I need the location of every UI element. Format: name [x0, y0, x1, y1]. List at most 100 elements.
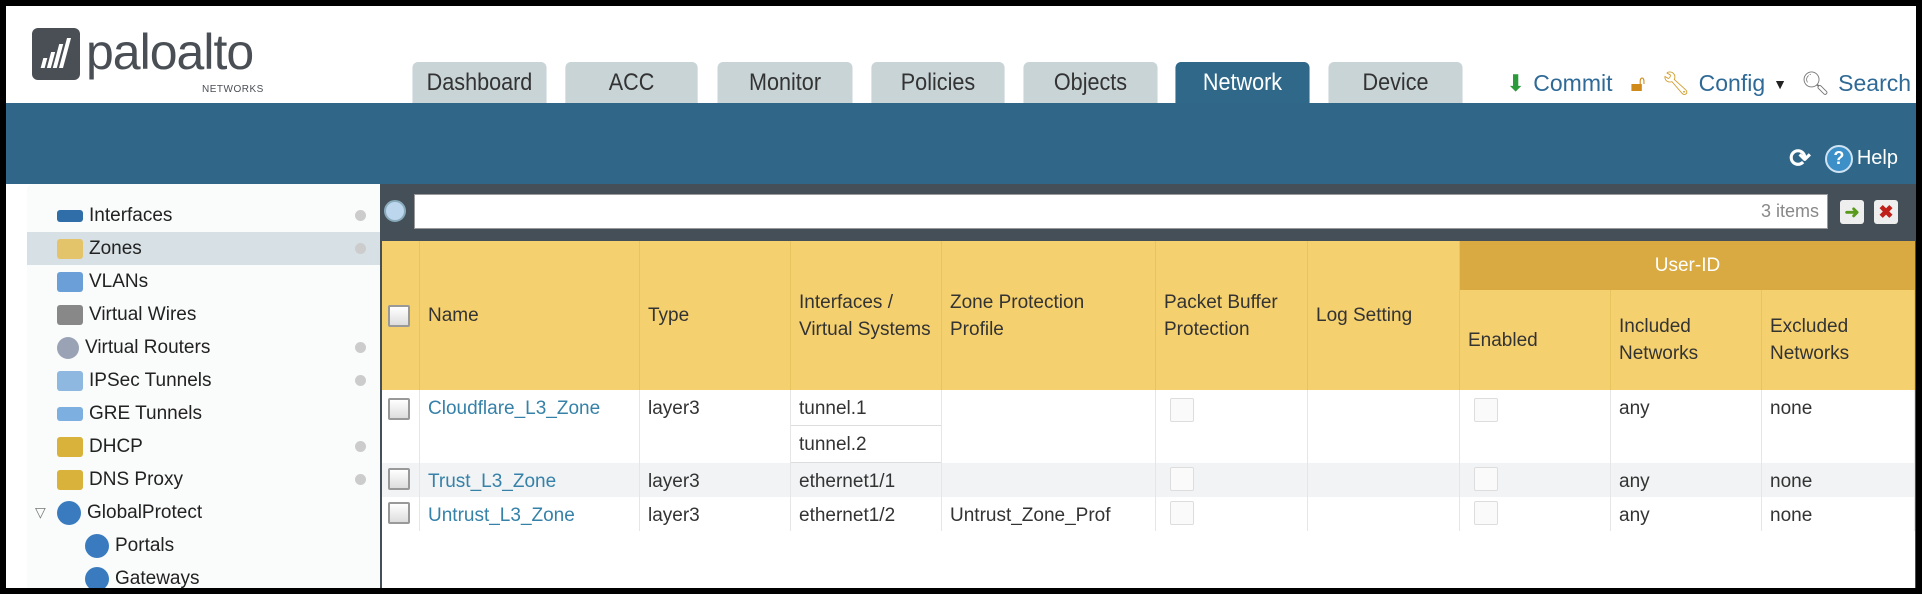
paloalto-logo: paloalto NETWORKS: [32, 24, 263, 95]
header-included-networks[interactable]: Included Networks: [1611, 290, 1762, 390]
select-all-checkbox[interactable]: [388, 304, 410, 327]
sidebar-item-label: Portals: [115, 534, 175, 556]
sidebar-item-dhcp[interactable]: DHCP: [27, 430, 380, 463]
table-row[interactable]: Cloudflare_L3_Zone layer3 tunnel.1 tunne…: [382, 390, 1915, 463]
virtual-routers-icon: [57, 336, 79, 359]
sidebar-item-label: VLANs: [89, 270, 149, 292]
row-checkbox[interactable]: [388, 502, 410, 524]
logo-text: paloalto: [86, 24, 254, 80]
ipsec-tunnels-icon: [57, 370, 83, 391]
log-setting: [1308, 497, 1460, 531]
config-icon: 🔧︎: [1661, 70, 1691, 96]
zone-name-link[interactable]: Cloudflare_L3_Zone: [428, 398, 601, 419]
commit-icon: ⬇: [1506, 70, 1526, 96]
sidebar-item-label: GlobalProtect: [87, 501, 203, 523]
zones-table: Name Type Interfaces / Virtual Systems Z…: [382, 241, 1915, 588]
search-button[interactable]: Search: [1838, 70, 1912, 96]
sidebar-item-label: Virtual Routers: [85, 336, 211, 358]
tab-network[interactable]: Network: [1175, 62, 1310, 103]
packet-buffer-checkbox: [1170, 467, 1194, 491]
sidebar-item-dns-proxy[interactable]: DNS Proxy: [27, 463, 380, 496]
table-row[interactable]: Untrust_L3_Zone layer3 ethernet1/2 Untru…: [382, 497, 1915, 531]
table-row[interactable]: Trust_L3_Zone layer3 ethernet1/1 any non…: [382, 463, 1915, 497]
row-checkbox[interactable]: [388, 468, 410, 490]
config-menu[interactable]: Config: [1698, 70, 1766, 96]
zone-type: layer3: [640, 390, 791, 463]
gateways-icon: [85, 566, 109, 588]
search-icon: [384, 200, 406, 222]
vlans-icon: [57, 271, 83, 292]
sidebar-item-label: DNS Proxy: [89, 468, 183, 490]
zone-protection-profile: [942, 390, 1156, 463]
zone-type: layer3: [640, 497, 791, 531]
sidebar-item-virtual-routers[interactable]: Virtual Routers: [27, 331, 380, 364]
virtual-wires-icon: [57, 304, 83, 325]
globalprotect-icon: [57, 500, 81, 525]
excluded-networks: none: [1762, 390, 1915, 463]
select-all-header: [382, 241, 420, 390]
user-id-enabled-checkbox: [1474, 501, 1498, 525]
status-dot: [355, 441, 366, 452]
header-enabled[interactable]: Enabled: [1460, 290, 1611, 390]
sidebar-item-label: Virtual Wires: [89, 303, 197, 325]
sidebar-item-label: IPSec Tunnels: [89, 369, 212, 391]
sidebar-item-gateways[interactable]: Gateways: [27, 562, 380, 588]
lock-icon[interactable]: 🔓︎: [1630, 70, 1646, 96]
status-dot: [355, 342, 366, 353]
included-networks: any: [1611, 390, 1762, 463]
help-label: Help: [1856, 147, 1898, 169]
refresh-icon[interactable]: ⟳: [1789, 143, 1811, 173]
tab-monitor[interactable]: Monitor: [717, 62, 853, 103]
header-log-setting[interactable]: Log Setting: [1308, 241, 1460, 390]
log-setting: [1308, 390, 1460, 463]
sidebar-item-zones[interactable]: Zones: [27, 232, 380, 265]
tab-policies[interactable]: Policies: [871, 62, 1005, 103]
sidebar-item-label: Zones: [89, 237, 142, 259]
header-excluded-networks[interactable]: Excluded Networks: [1762, 290, 1915, 390]
header-zone-protection-profile[interactable]: Zone Protection Profile: [942, 241, 1156, 390]
status-dot: [355, 210, 366, 221]
included-networks: any: [1611, 463, 1762, 497]
tab-dashboard[interactable]: Dashboard: [412, 62, 547, 103]
sidebar-item-label: Gateways: [115, 567, 200, 589]
tab-objects[interactable]: Objects: [1023, 62, 1158, 103]
header-type[interactable]: Type: [640, 241, 791, 390]
status-dot: [355, 243, 366, 254]
excluded-networks: none: [1762, 497, 1915, 531]
commit-button[interactable]: Commit: [1533, 70, 1613, 96]
sidebar-item-vlans[interactable]: VLANs: [27, 265, 380, 298]
chevron-down-icon[interactable]: ▼: [1773, 75, 1787, 92]
tab-device[interactable]: Device: [1328, 62, 1463, 103]
header-interfaces[interactable]: Interfaces / Virtual Systems: [791, 241, 942, 390]
excluded-networks: none: [1762, 463, 1915, 497]
packet-buffer-checkbox: [1170, 398, 1194, 422]
header-packet-buffer-protection[interactable]: Packet Buffer Protection: [1156, 241, 1308, 390]
sidebar-item-gre-tunnels[interactable]: GRE Tunnels: [27, 397, 380, 430]
tab-acc[interactable]: ACC: [565, 62, 698, 103]
user-id-enabled-checkbox: [1474, 398, 1498, 422]
log-setting: [1308, 463, 1460, 497]
clear-filter-x-icon[interactable]: ✖: [1874, 200, 1898, 224]
row-checkbox[interactable]: [388, 398, 410, 420]
sidebar-item-globalprotect[interactable]: ▽ GlobalProtect: [27, 496, 380, 529]
sidebar-item-virtual-wires[interactable]: Virtual Wires: [27, 298, 380, 331]
item-count: 3 items: [1760, 201, 1819, 221]
zone-name-link[interactable]: Untrust_L3_Zone: [428, 505, 575, 526]
apply-filter-arrow-icon[interactable]: ➜: [1840, 200, 1864, 224]
top-header: paloalto NETWORKS Dashboard ACC Monitor …: [6, 6, 1916, 103]
sidebar-item-portals[interactable]: Portals: [27, 529, 380, 562]
expand-triangle-icon[interactable]: ▽: [35, 504, 46, 520]
sidebar-item-label: DHCP: [89, 435, 143, 457]
status-dot: [355, 375, 366, 386]
zone-protection-profile: [942, 463, 1156, 497]
filter-bar: 3 items ➜ ✖: [380, 194, 1916, 229]
header-name[interactable]: Name: [420, 241, 640, 390]
zone-name-link[interactable]: Trust_L3_Zone: [428, 471, 557, 492]
interfaces-icon: [57, 209, 83, 222]
sidebar-item-interfaces[interactable]: Interfaces: [27, 199, 380, 232]
filter-input[interactable]: 3 items: [414, 194, 1828, 229]
status-dot: [355, 474, 366, 485]
help-button[interactable]: ? Help: [1824, 144, 1898, 173]
sidebar-item-ipsec-tunnels[interactable]: IPSec Tunnels: [27, 364, 380, 397]
search-icon: 🔍︎: [1800, 70, 1831, 96]
